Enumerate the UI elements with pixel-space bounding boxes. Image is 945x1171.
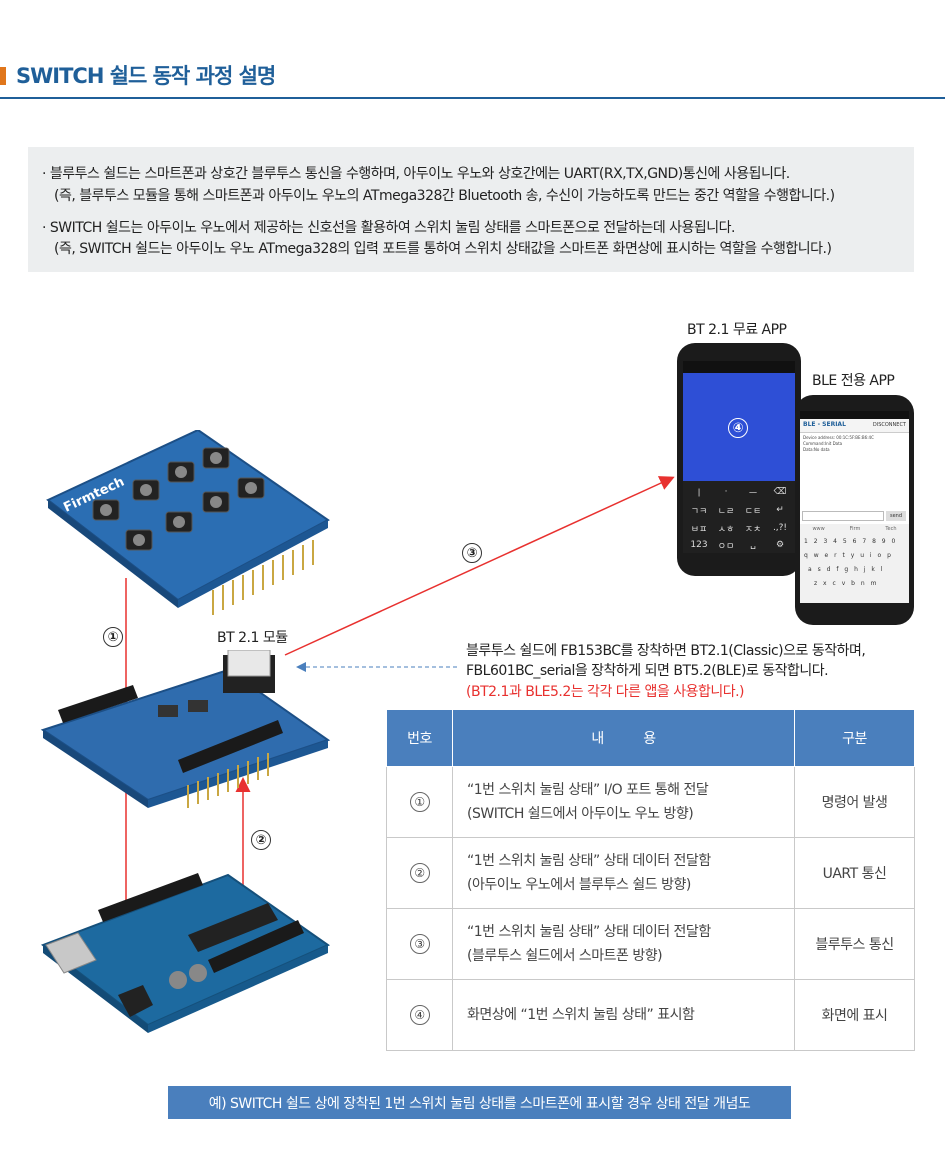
table-cell-content: “1번 스위치 눌림 상태” I/O 포트 통해 전달 (SWITCH 쉴드에서…: [452, 766, 795, 838]
bt21-app-label: BT 2.1 무료 APP: [687, 322, 787, 338]
ble-key-row-2: q w e r t y u i o p: [804, 552, 893, 559]
table-row: ① “1번 스위치 눌림 상태” I/O 포트 통해 전달 (SWITCH 쉴드…: [386, 766, 915, 838]
ble-keyboard: www Firm Tech 1 2 3 4 5 6 7 8 9 0 q w e …: [800, 524, 909, 603]
bluetooth-shield-board: [40, 650, 331, 808]
key-5: ㄱㅋ: [690, 506, 708, 517]
key-15: ␣: [750, 540, 756, 550]
table-cell-kind: UART 통신: [794, 837, 915, 909]
description-line-3: · SWITCH 쉴드는 아두이노 우노에서 제공하는 신호선을 활용하여 스위…: [42, 220, 736, 236]
header-divider: [0, 97, 945, 99]
ble-status-line-1: Device address: 00:1C:5F:BE:B6:4C: [803, 435, 874, 440]
arrow-step-3: [284, 476, 675, 656]
description-line-4: (즉, SWITCH 쉴드는 아두이노 우노 ATmega328의 입력 포트를…: [54, 241, 832, 257]
row-number-badge: ①: [409, 792, 430, 812]
key-7: ㄷㅌ: [744, 506, 762, 517]
key-3: ㅡ: [748, 488, 758, 499]
description-line-2: (즉, 블루투스 모듈을 통해 스마트폰과 아두이노 우노의 ATmega328…: [54, 188, 835, 204]
ble-send-button[interactable]: send: [886, 511, 906, 521]
ble-app-label: BLE 전용 APP: [812, 373, 895, 389]
ble-disconnect-button[interactable]: DISCONNECT: [872, 422, 906, 428]
ble-key-row-1: 1 2 3 4 5 6 7 8 9 0: [804, 538, 898, 545]
header-accent-bar: [0, 67, 6, 85]
module-note-line-2: FBL601BC_serial을 장착하게 되면 BT5.2(BLE)로 동작합…: [466, 663, 829, 679]
key-12: .,?!: [772, 523, 788, 533]
module-note-line-1: 블루투스 쉴드에 FB153BC를 장착하면 BT2.1(Classic)으로 …: [466, 643, 866, 659]
ble-status-text: Device address: 00:1C:5F:BE:B6:4C Comman…: [803, 435, 874, 453]
ble-key-row-4: z x c v b n m: [814, 580, 879, 587]
table-header-no: 번호: [386, 709, 453, 767]
row-number-badge: ④: [409, 1005, 430, 1025]
bt21-phone-screen: ④ ㅣ · ㅡ ⌫ ㄱㅋ ㄴㄹ ㄷㅌ ↵ ㅂㅍ ㅅㅎ ㅈㅊ .,?! 123 ㅇ…: [683, 361, 795, 553]
description-line-1: · 블루투스 쉴드는 스마트폰과 상호간 블루투스 통신을 수행하며, 아두이노…: [42, 166, 790, 182]
arduino-uno-board: [40, 873, 331, 1033]
description-box: · 블루투스 쉴드는 스마트폰과 상호간 블루투스 통신을 수행하며, 아두이노…: [28, 147, 914, 272]
key-2: ·: [724, 487, 728, 497]
row-content-line-1: 화면상에 “1번 스위치 눌림 상태” 표시함: [467, 1007, 695, 1023]
bt21-phone: ④ ㅣ · ㅡ ⌫ ㄱㅋ ㄴㄹ ㄷㅌ ↵ ㅂㅍ ㅅㅎ ㅈㅊ .,?! 123 ㅇ…: [677, 343, 801, 576]
step-marker-2: ②: [251, 830, 271, 850]
key-16: ⚙: [775, 540, 785, 550]
ble-message-input[interactable]: [802, 511, 884, 521]
row-number-badge: ③: [409, 934, 430, 954]
bt21-display-area: ④: [683, 373, 795, 481]
ble-screen-title: BLE - SERIAL: [803, 421, 846, 428]
bt21-module-label: BT 2.1 모듈: [217, 630, 288, 646]
step-marker-1: ①: [103, 627, 123, 647]
row-content-line-2: (블루투스 쉴드에서 스마트폰 방향): [467, 948, 663, 964]
key-11: ㅈㅊ: [744, 524, 762, 535]
key-6: ㄴㄹ: [717, 506, 735, 517]
key-13: 123: [690, 540, 708, 550]
key-4: ⌫: [773, 487, 787, 497]
module-note-line-3: (BT2.1과 BLE5.2는 각각 다른 앱을 사용합니다.): [466, 684, 745, 700]
table-cell-kind: 블루투스 통신: [794, 908, 915, 980]
ble-status-line-2: Command:Init Data: [803, 441, 843, 446]
table-header-row: 번호 내 용 구분: [386, 709, 915, 767]
step-marker-3: ③: [462, 543, 482, 563]
table-cell-no: ④: [386, 979, 453, 1051]
table-cell-no: ③: [386, 908, 453, 980]
page-title: SWITCH 쉴드 동작 과정 설명: [16, 64, 276, 88]
ble-phone-screen: BLE - SERIAL DISCONNECT Device address: …: [800, 411, 909, 603]
ble-suggestion-1: www: [812, 526, 825, 532]
table-cell-content: 화면상에 “1번 스위치 눌림 상태” 표시함: [452, 979, 795, 1051]
ble-suggestion-row: www Firm Tech: [800, 526, 909, 532]
ble-key-row-3: a s d f g h j k l: [808, 566, 885, 573]
table-cell-no: ①: [386, 766, 453, 838]
ble-phone: BLE - SERIAL DISCONNECT Device address: …: [795, 395, 914, 625]
ble-status-line-3: Data:No data: [803, 447, 830, 452]
ble-suggestion-2: Firm: [849, 526, 861, 532]
key-14: ㅇㅁ: [717, 541, 735, 552]
table-header-kind: 구분: [794, 709, 915, 767]
table-cell-no: ②: [386, 837, 453, 909]
table-row: ② “1번 스위치 눌림 상태” 상태 데이터 전달함 (아두이노 우노에서 블…: [386, 837, 915, 909]
key-9: ㅂㅍ: [690, 524, 708, 535]
row-number-badge: ②: [409, 863, 430, 883]
key-10: ㅅㅎ: [717, 524, 735, 535]
row-content-line-1: “1번 스위치 눌림 상태” 상태 데이터 전달함: [467, 853, 711, 869]
ble-app-bar: BLE - SERIAL DISCONNECT: [800, 419, 909, 433]
switch-shield-board: Firmtech: [46, 430, 330, 615]
diagram-caption: 예) SWITCH 쉴드 상에 장착된 1번 스위치 눌림 상태를 스마트폰에 …: [168, 1086, 791, 1119]
table-row: ④ 화면상에 “1번 스위치 눌림 상태” 표시함 화면에 표시: [386, 979, 915, 1051]
step-marker-4: ④: [728, 418, 748, 438]
table-cell-kind: 화면에 표시: [794, 979, 915, 1051]
table-cell-content: “1번 스위치 눌림 상태” 상태 데이터 전달함 (아두이노 우노에서 블루투…: [452, 837, 795, 909]
row-content-line-1: “1번 스위치 눌림 상태” 상태 데이터 전달함: [467, 924, 711, 940]
row-content-line-1: “1번 스위치 눌림 상태” I/O 포트 통해 전달: [467, 782, 709, 798]
key-8: ↵: [776, 505, 784, 515]
ble-status-bar: [800, 411, 909, 419]
row-content-line-2: (SWITCH 쉴드에서 아두이노 우노 방향): [467, 806, 694, 822]
table-cell-kind: 명령어 발생: [794, 766, 915, 838]
key-1: ㅣ: [694, 488, 704, 499]
info-table: 번호 내 용 구분 ① “1번 스위치 눌림 상태” I/O 포트 통해 전달 …: [386, 709, 915, 1051]
table-row: ③ “1번 스위치 눌림 상태” 상태 데이터 전달함 (블루투스 쉴드에서 스…: [386, 908, 915, 980]
bt21-status-bar: [683, 361, 795, 373]
table-cell-content: “1번 스위치 눌림 상태” 상태 데이터 전달함 (블루투스 쉴드에서 스마트…: [452, 908, 795, 980]
ble-suggestion-3: Tech: [885, 526, 897, 532]
table-header-content: 내 용: [452, 709, 795, 767]
row-content-line-2: (아두이노 우노에서 블루투스 쉴드 방향): [467, 877, 691, 893]
